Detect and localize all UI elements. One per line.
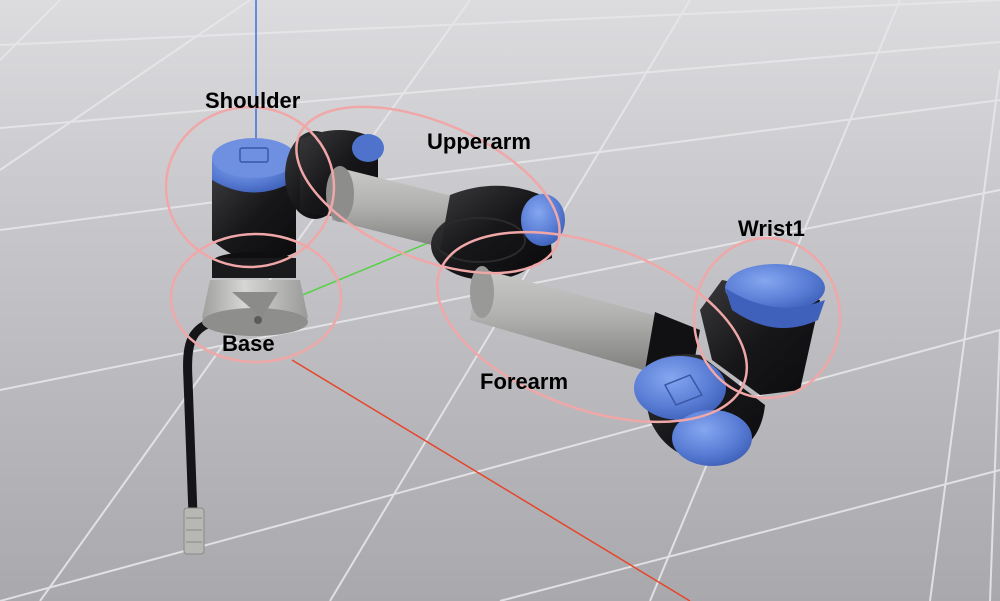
wrist1-highlight [692, 236, 842, 400]
cable-connector [183, 507, 205, 555]
y-axis-line [299, 237, 441, 297]
base-link[interactable] [202, 280, 308, 336]
base-label: Base [222, 331, 275, 356]
wrist1-label: Wrist1 [738, 216, 805, 241]
upperarm-label: Upperarm [427, 129, 531, 154]
base-highlight [169, 232, 343, 364]
forearm-highlight [435, 230, 749, 424]
x-axis-line [291, 359, 691, 601]
highlight-ellipses [164, 105, 842, 424]
shoulder-highlight [164, 105, 336, 269]
shoulder-label: Shoulder [205, 88, 301, 113]
forearm-label: Forearm [480, 369, 569, 394]
shoulder-joint[interactable] [212, 138, 296, 278]
base-cable [183, 317, 217, 555]
wrist2-joint[interactable] [634, 354, 765, 466]
upperarm-highlight [295, 105, 561, 275]
wrist1-joint[interactable] [700, 264, 825, 395]
